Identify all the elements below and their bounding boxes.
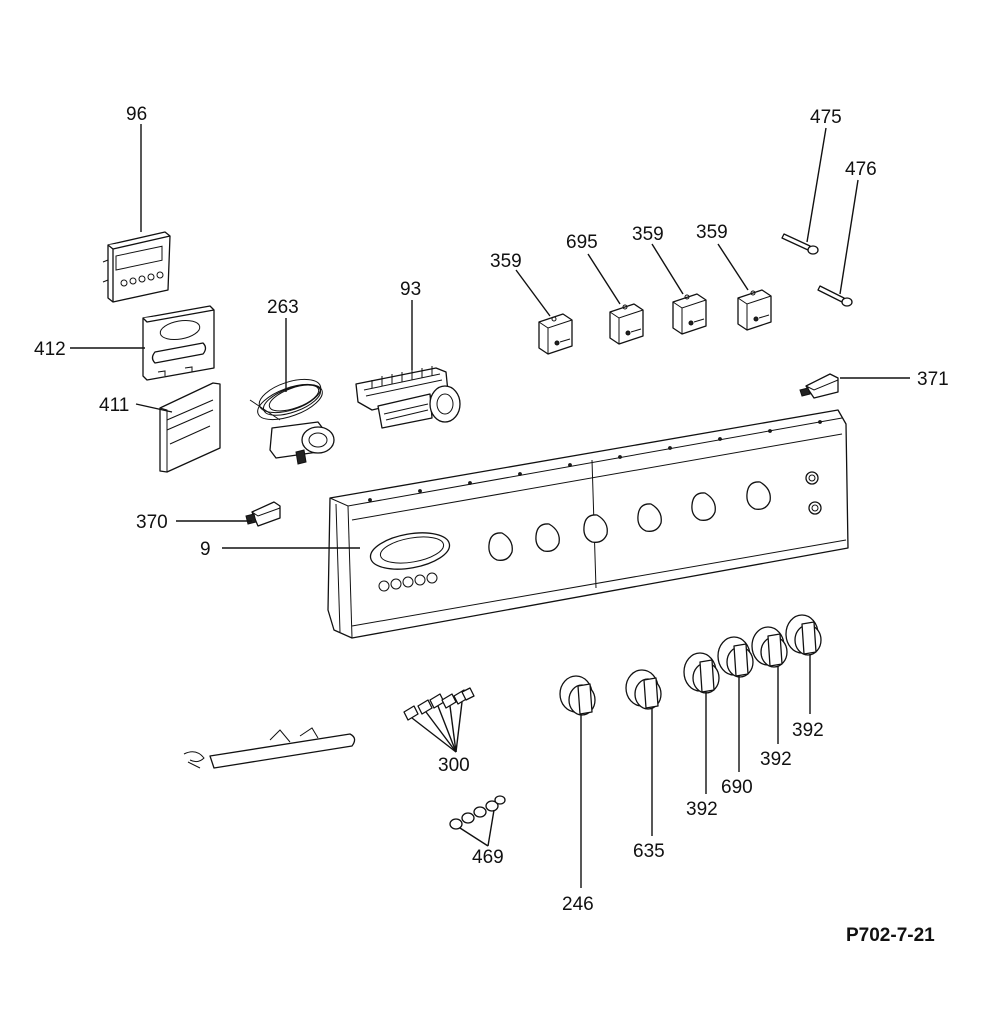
leader-300 <box>411 701 463 753</box>
part-635-knob[interactable] <box>625 669 662 710</box>
part-475-screw[interactable] <box>781 233 819 255</box>
label-469: 469 <box>472 847 504 868</box>
part-690-knob[interactable] <box>717 636 754 678</box>
leader-359-3 <box>717 243 749 291</box>
leader-359-1 <box>515 269 551 317</box>
label-392-1: 392 <box>686 799 718 820</box>
label-93: 93 <box>400 279 421 300</box>
part-93-selector-switch[interactable] <box>355 366 461 429</box>
part-469-lamp-caps[interactable] <box>449 795 506 830</box>
label-476: 476 <box>845 159 877 180</box>
leader-359-2 <box>651 243 684 295</box>
label-9: 9 <box>200 539 211 560</box>
leader-475 <box>806 127 827 243</box>
part-392-knob-3[interactable] <box>785 614 822 656</box>
part-392-knob-1[interactable] <box>683 652 720 694</box>
label-246: 246 <box>562 894 594 915</box>
label-695: 695 <box>566 232 598 253</box>
part-263-thermostat[interactable] <box>249 373 335 465</box>
label-392-3: 392 <box>792 720 824 741</box>
part-359-regulator-3[interactable] <box>737 289 772 331</box>
part-370-clip[interactable] <box>245 501 281 527</box>
part-695-regulator[interactable] <box>609 303 644 345</box>
leader-476 <box>839 179 859 295</box>
leader-411 <box>135 403 173 413</box>
part-392-knob-2[interactable] <box>751 626 788 668</box>
leader-695 <box>587 253 621 305</box>
part-9-control-panel[interactable] <box>327 409 849 639</box>
label-300: 300 <box>438 755 470 776</box>
part-246-knob[interactable] <box>559 675 596 716</box>
wire-harness[interactable] <box>183 727 356 769</box>
part-476-screw[interactable] <box>817 285 853 307</box>
label-263: 263 <box>267 297 299 318</box>
label-635: 635 <box>633 841 665 862</box>
part-300-lamps[interactable] <box>403 687 475 721</box>
label-411: 411 <box>99 395 129 416</box>
part-412-display-frame[interactable] <box>142 305 215 381</box>
label-690: 690 <box>721 777 753 798</box>
label-359-3: 359 <box>696 222 728 243</box>
label-359-2: 359 <box>632 224 664 245</box>
drawing-code: P702-7-21 <box>846 925 935 946</box>
part-371-clip[interactable] <box>799 373 839 399</box>
part-411-label-plate[interactable] <box>159 382 221 473</box>
part-96-display-module[interactable] <box>102 231 171 303</box>
label-359-1: 359 <box>490 251 522 272</box>
label-412: 412 <box>34 339 66 360</box>
label-370: 370 <box>136 512 168 533</box>
label-475: 475 <box>810 107 842 128</box>
leader-469 <box>459 809 495 847</box>
label-371: 371 <box>917 369 949 390</box>
part-359-regulator-2[interactable] <box>672 293 707 335</box>
label-392-2: 392 <box>760 749 792 770</box>
part-359-regulator-1[interactable] <box>538 313 573 355</box>
label-96: 96 <box>126 104 147 125</box>
